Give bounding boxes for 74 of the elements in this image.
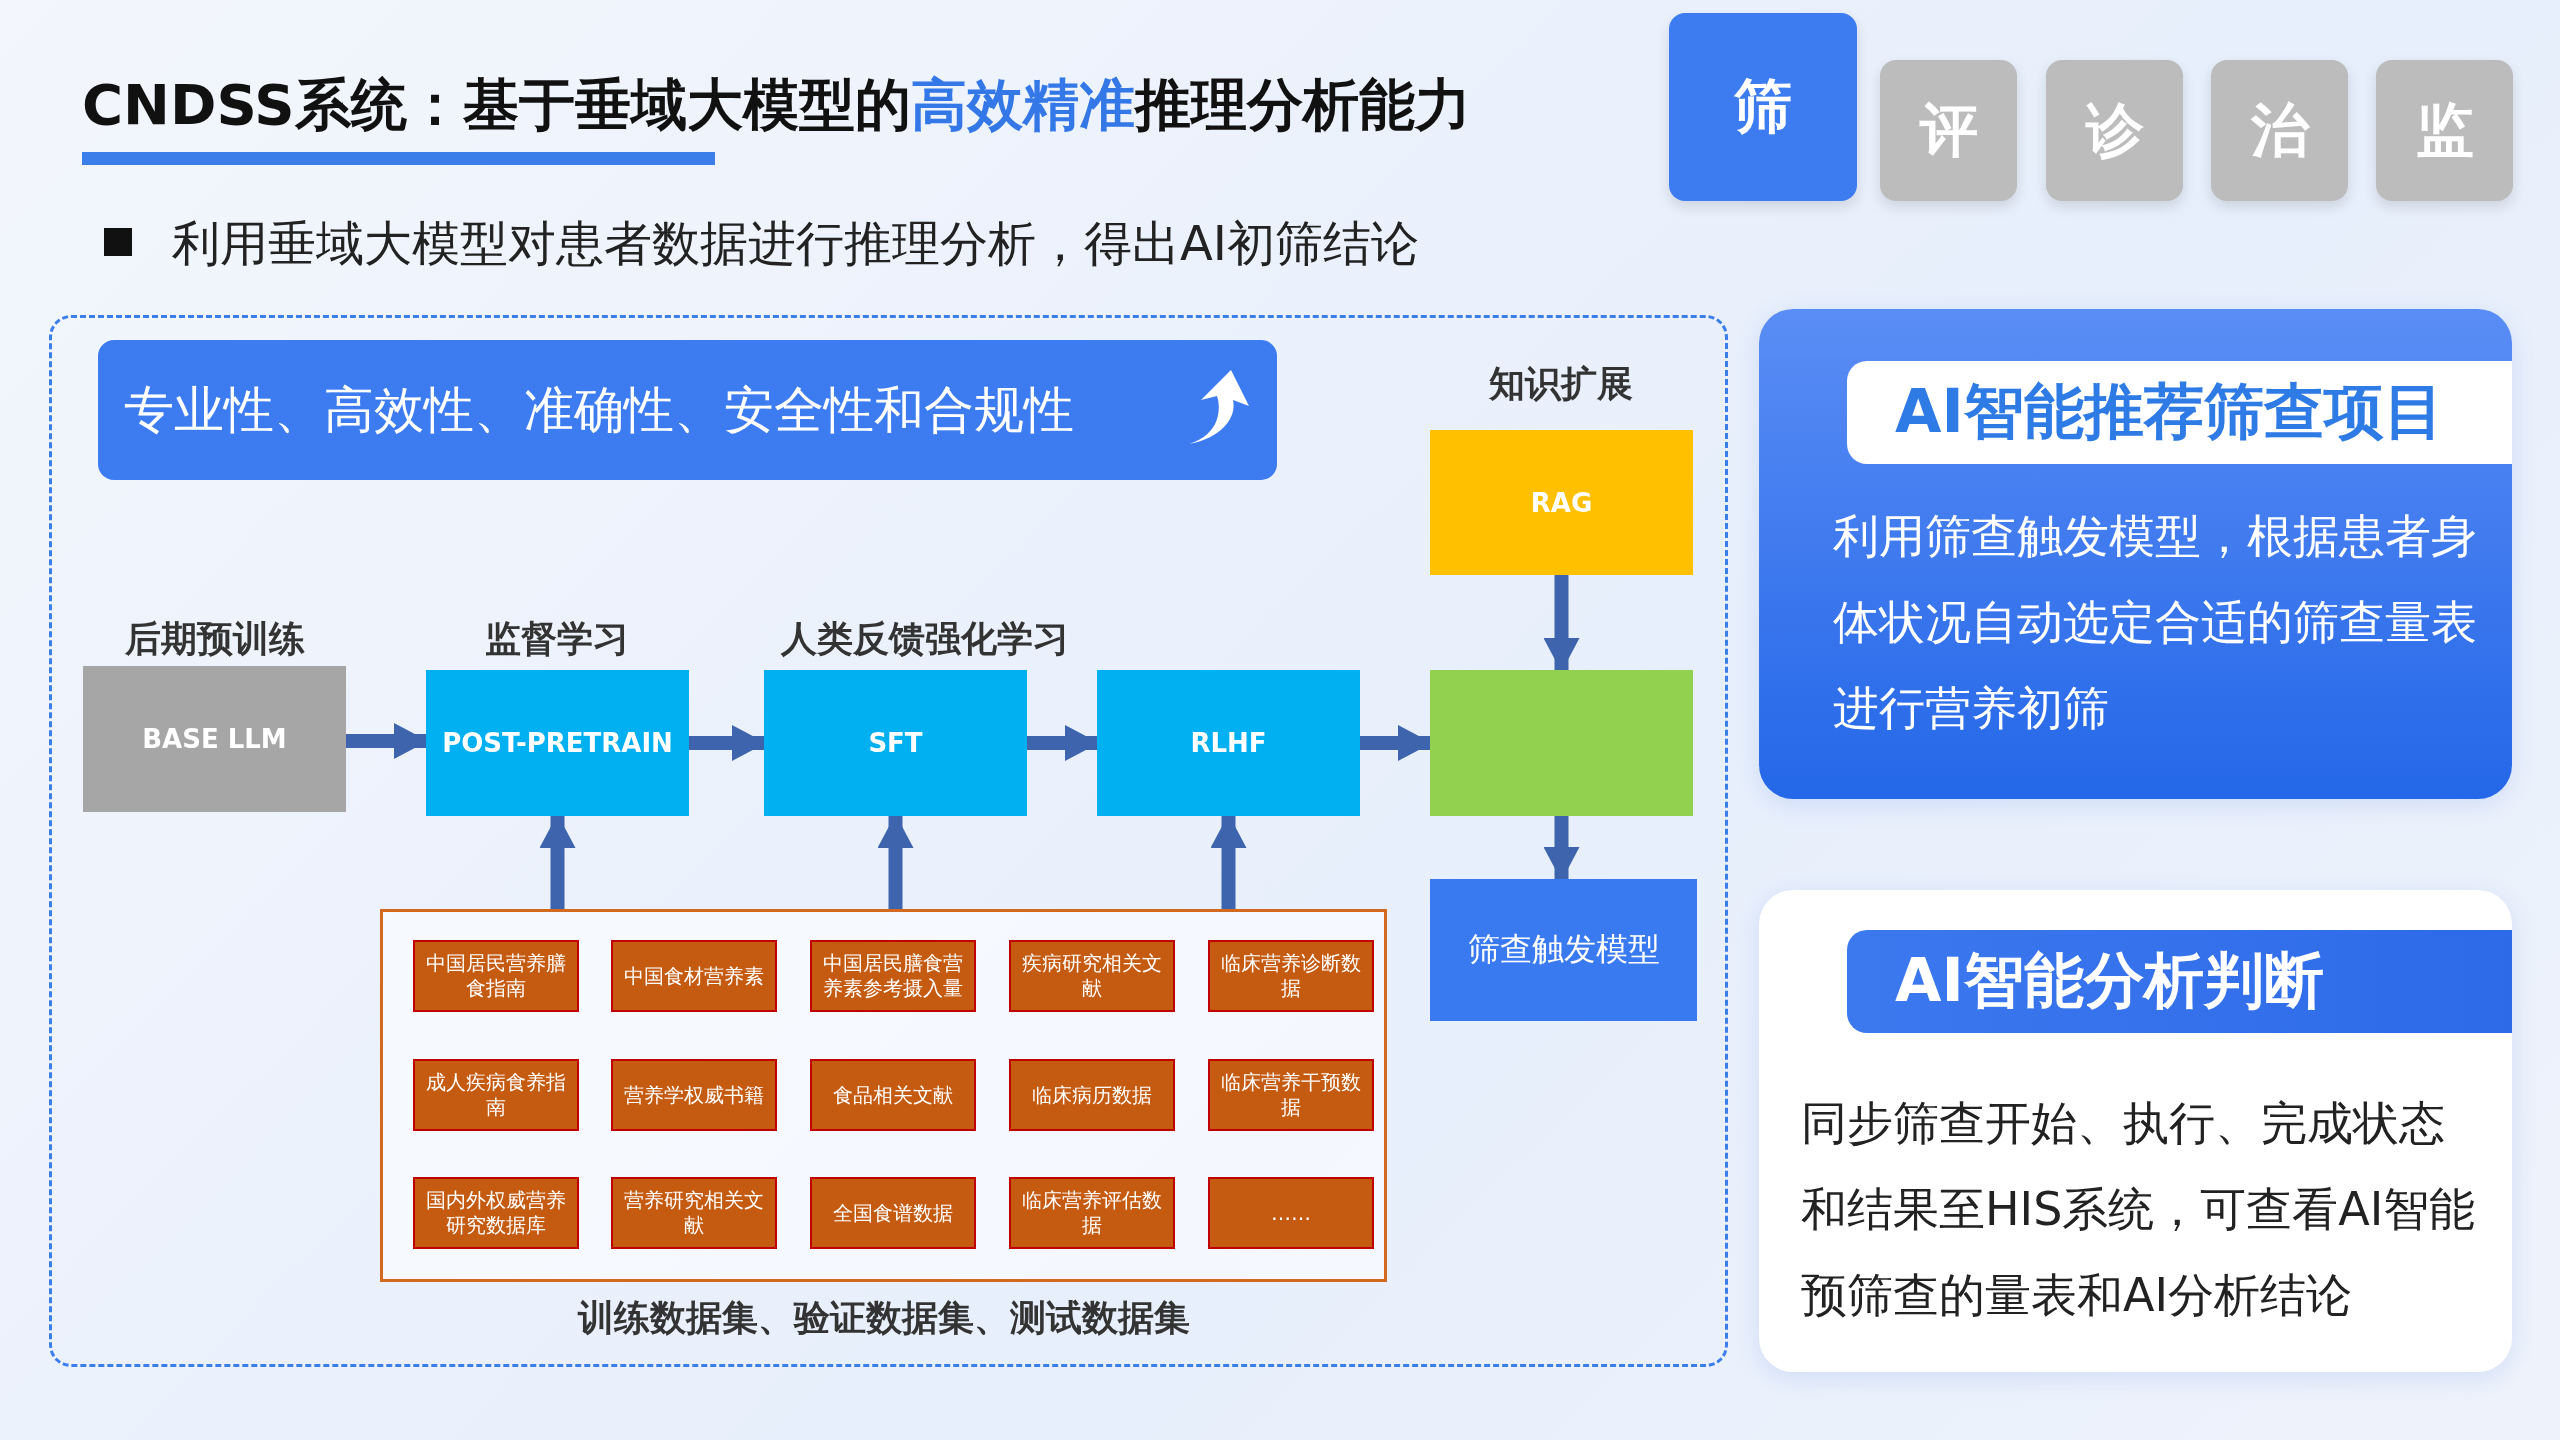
- box-label: 临床营养诊断数据: [1220, 951, 1362, 1001]
- card-text: 同步筛查开始、执行、完成状态和结果至HIS系统，可查看AI智能预筛查的量表和AI分析结论: [1801, 1095, 2477, 1324]
- process-box: [1430, 879, 1697, 1021]
- process-box: [426, 670, 689, 816]
- data-source-box: [611, 940, 777, 1012]
- step-tab: 诊: [2046, 60, 2183, 201]
- process-box: [1430, 430, 1693, 575]
- step-tab: 筛: [1669, 13, 1857, 201]
- arrow: [1210, 814, 1247, 909]
- data-source-box: [1208, 1177, 1374, 1249]
- arrow: [1543, 575, 1580, 672]
- step-label: 人类反馈强化学习: [781, 617, 1069, 661]
- data-source-box: [810, 1059, 976, 1131]
- box-label: 营养学权威书籍: [624, 1082, 764, 1108]
- data-source-box: [1208, 940, 1374, 1012]
- data-source-box: [1009, 1177, 1175, 1249]
- card-heading: AI智能推荐筛查项目: [1847, 361, 2512, 464]
- data-source-box: [413, 1177, 579, 1249]
- model-box: [1430, 670, 1693, 816]
- banner: [98, 340, 1277, 480]
- data-source-box: [413, 940, 579, 1012]
- box-label: 筛查触发模型: [1467, 929, 1660, 970]
- process-box: [764, 670, 1027, 816]
- box-label: RAG: [1530, 487, 1593, 518]
- arrow: [539, 814, 576, 909]
- step-tab: 评: [1880, 60, 2017, 201]
- box-label: ……: [1271, 1200, 1311, 1226]
- arrow: [346, 723, 428, 759]
- step-tab: 监: [2376, 60, 2513, 201]
- box-label: SFT: [868, 728, 923, 758]
- box-label: 疾病研究相关文献: [1021, 951, 1163, 1001]
- box-label: 临床营养干预数据: [1220, 1070, 1362, 1120]
- process-box: [83, 666, 346, 812]
- card-heading: AI智能分析判断: [1847, 930, 2512, 1033]
- data-source-box: [413, 1059, 579, 1131]
- data-source-box: [1208, 1059, 1374, 1131]
- process-box: [1097, 670, 1360, 816]
- title-text: 高效精准: [910, 71, 1135, 139]
- step-label: 监督学习: [485, 617, 629, 661]
- feature-card: [1759, 890, 2512, 1372]
- box-label: POST-PRETRAIN: [442, 728, 673, 758]
- data-source-box: [810, 1177, 976, 1249]
- box-label: 成人疾病食养指南: [425, 1070, 567, 1120]
- data-source-box: [1009, 1059, 1175, 1131]
- data-source-box: [611, 1059, 777, 1131]
- data-source-box: [810, 940, 976, 1012]
- banner-text: 专业性、高效性、准确性、安全性和合规性: [124, 379, 1074, 441]
- box-label: 中国居民膳食营养素参考摄入量: [822, 951, 964, 1001]
- box-label: 全国食谱数据: [833, 1200, 953, 1226]
- box-label: RLHF: [1190, 728, 1267, 758]
- box-label: 临床病历数据: [1032, 1082, 1152, 1108]
- arrow: [877, 814, 914, 909]
- box-label: 临床营养评估数据: [1021, 1188, 1163, 1238]
- box-label: BASE LLM: [142, 724, 287, 754]
- step-label: 知识扩展: [1489, 362, 1633, 406]
- box-label: 国内外权威营养研究数据库: [425, 1188, 567, 1238]
- arrow: [1543, 816, 1580, 881]
- card-text: 利用筛查触发模型，根据患者身体状况自动选定合适的筛查量表进行营养初筛: [1833, 508, 2478, 737]
- box-label: 食品相关文献: [833, 1082, 953, 1108]
- title-text: 推理分析能力: [1134, 71, 1471, 139]
- box-label: 中国食材营养素: [624, 963, 764, 989]
- step-label: 后期预训练: [125, 617, 305, 661]
- arrow: [1027, 725, 1099, 761]
- data-source-box: [611, 1177, 777, 1249]
- box-label: 营养研究相关文献: [623, 1188, 765, 1238]
- title-text: CNDSS系统：基于垂域大模型的: [82, 71, 911, 139]
- data-source-box: [1009, 940, 1175, 1012]
- arrow: [1360, 725, 1432, 761]
- step-tab: 治: [2211, 60, 2348, 201]
- box-label: 中国居民营养膳食指南: [425, 951, 567, 1001]
- panel-caption: 训练数据集、验证数据集、测试数据集: [577, 1296, 1190, 1340]
- feature-card: [1759, 309, 2512, 799]
- arrow: [689, 725, 766, 761]
- bullet-text: 利用垂域大模型对患者数据进行推理分析，得出AI初筛结论: [172, 214, 1419, 273]
